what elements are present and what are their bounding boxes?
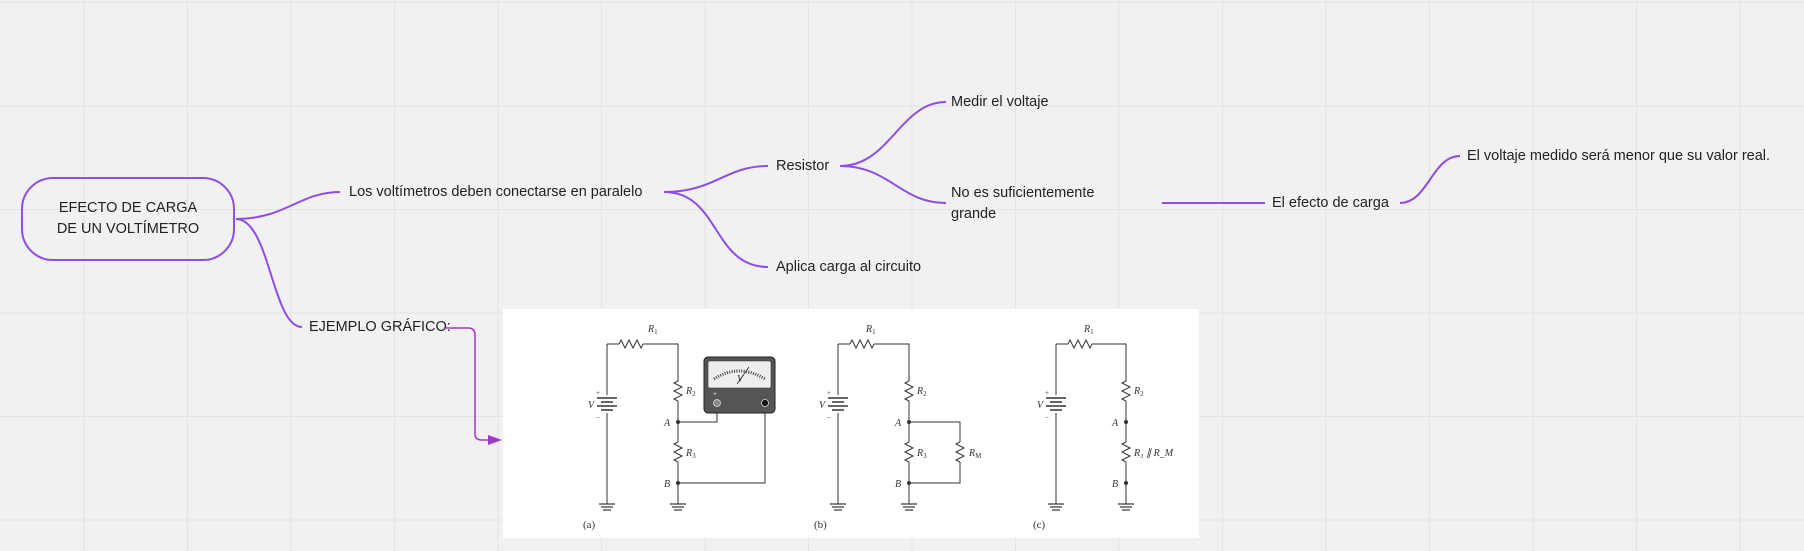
- connector-root-paralelo: [235, 191, 341, 220]
- circuit-c: [1055, 338, 1132, 483]
- svg-text:A: A: [1111, 418, 1119, 429]
- svg-text:B: B: [664, 479, 670, 490]
- caption-b: (b): [814, 519, 827, 531]
- svg-text:A: A: [894, 418, 902, 429]
- svg-text:RM: RM: [968, 448, 982, 460]
- svg-text:R1: R1: [647, 324, 658, 336]
- svg-text:B: B: [895, 479, 901, 490]
- node-voltaje-menor[interactable]: El voltaje medido será menor que su valo…: [1467, 148, 1771, 164]
- resistor-r2-a: [672, 380, 684, 402]
- node-no-suficiente[interactable]: No es suficientemente grande: [951, 185, 1095, 222]
- connector-resistor-nosuf: [839, 165, 947, 204]
- svg-text:+: +: [827, 389, 831, 397]
- circuit-b: [837, 338, 966, 484]
- resistor-r3-b: [903, 441, 915, 463]
- svg-text:V: V: [588, 400, 596, 411]
- resistor-r2-c: [1120, 380, 1132, 402]
- root-node-text: EFECTO DE CARGA DE UN VOLTÍMETRO: [56, 200, 200, 237]
- svg-text:R₃ ∥ R_M: R₃ ∥ R_M: [1133, 448, 1174, 459]
- node-resistor[interactable]: Resistor: [776, 158, 830, 174]
- svg-text:+: +: [1045, 389, 1049, 397]
- node-paralelo[interactable]: Los voltímetros deben conectarse en para…: [349, 184, 643, 200]
- resistor-r3rm-c: [1120, 441, 1132, 463]
- node-ejemplo-grafico[interactable]: EJEMPLO GRÁFICO:: [309, 319, 451, 335]
- svg-text:R3: R3: [916, 448, 927, 460]
- svg-text:V: V: [819, 400, 827, 411]
- node-aplica-carga[interactable]: Aplica carga al circuito: [776, 259, 922, 275]
- svg-text:+: +: [713, 390, 717, 398]
- svg-text:B: B: [1112, 479, 1118, 490]
- resistor-rm-b: [954, 441, 966, 463]
- svg-text:−: −: [827, 414, 831, 422]
- connector-ejemplo-figure: [446, 327, 490, 441]
- svg-text:R1: R1: [1083, 324, 1094, 336]
- svg-text:A: A: [663, 418, 671, 429]
- circuit-figure[interactable]: V + R1 R2 R3 V + − A B (a) R1 R2 R: [503, 309, 1199, 538]
- svg-text:R2: R2: [1133, 386, 1144, 398]
- voltmeter-icon: V +: [703, 356, 776, 414]
- resistor-r1-c: [1067, 338, 1093, 350]
- circuit-diagrams: V + R1 R2 R3 V + − A B (a) R1 R2 R: [583, 324, 1174, 531]
- svg-text:−: −: [596, 414, 600, 422]
- root-node[interactable]: EFECTO DE CARGA DE UN VOLTÍMETRO: [21, 177, 235, 261]
- connector-resistor-medir: [839, 101, 947, 167]
- connector-paralelo-resistor: [663, 165, 769, 193]
- node-medir-voltaje[interactable]: Medir el voltaje: [951, 94, 1049, 110]
- arrowhead-icon: [488, 435, 502, 445]
- node-efecto-carga[interactable]: El efecto de carga: [1272, 195, 1389, 211]
- svg-text:R3: R3: [685, 448, 696, 460]
- caption-a: (a): [583, 519, 596, 531]
- resistor-r1-a: [618, 338, 644, 350]
- resistor-r1-b: [849, 338, 875, 350]
- resistor-r3-a: [672, 441, 684, 463]
- connector-paralelo-aplica: [663, 191, 769, 268]
- connector-efecto-menor: [1399, 155, 1461, 204]
- svg-text:R1: R1: [865, 324, 876, 336]
- resistor-r2-b: [903, 380, 915, 402]
- caption-c: (c): [1033, 519, 1046, 531]
- svg-text:−: −: [1045, 414, 1049, 422]
- svg-text:R2: R2: [916, 386, 927, 398]
- svg-text:+: +: [596, 389, 600, 397]
- voltmeter-v-label: V: [737, 374, 745, 385]
- svg-text:R2: R2: [685, 386, 696, 398]
- svg-text:V: V: [1037, 400, 1045, 411]
- connector-root-ejemplo: [235, 218, 303, 328]
